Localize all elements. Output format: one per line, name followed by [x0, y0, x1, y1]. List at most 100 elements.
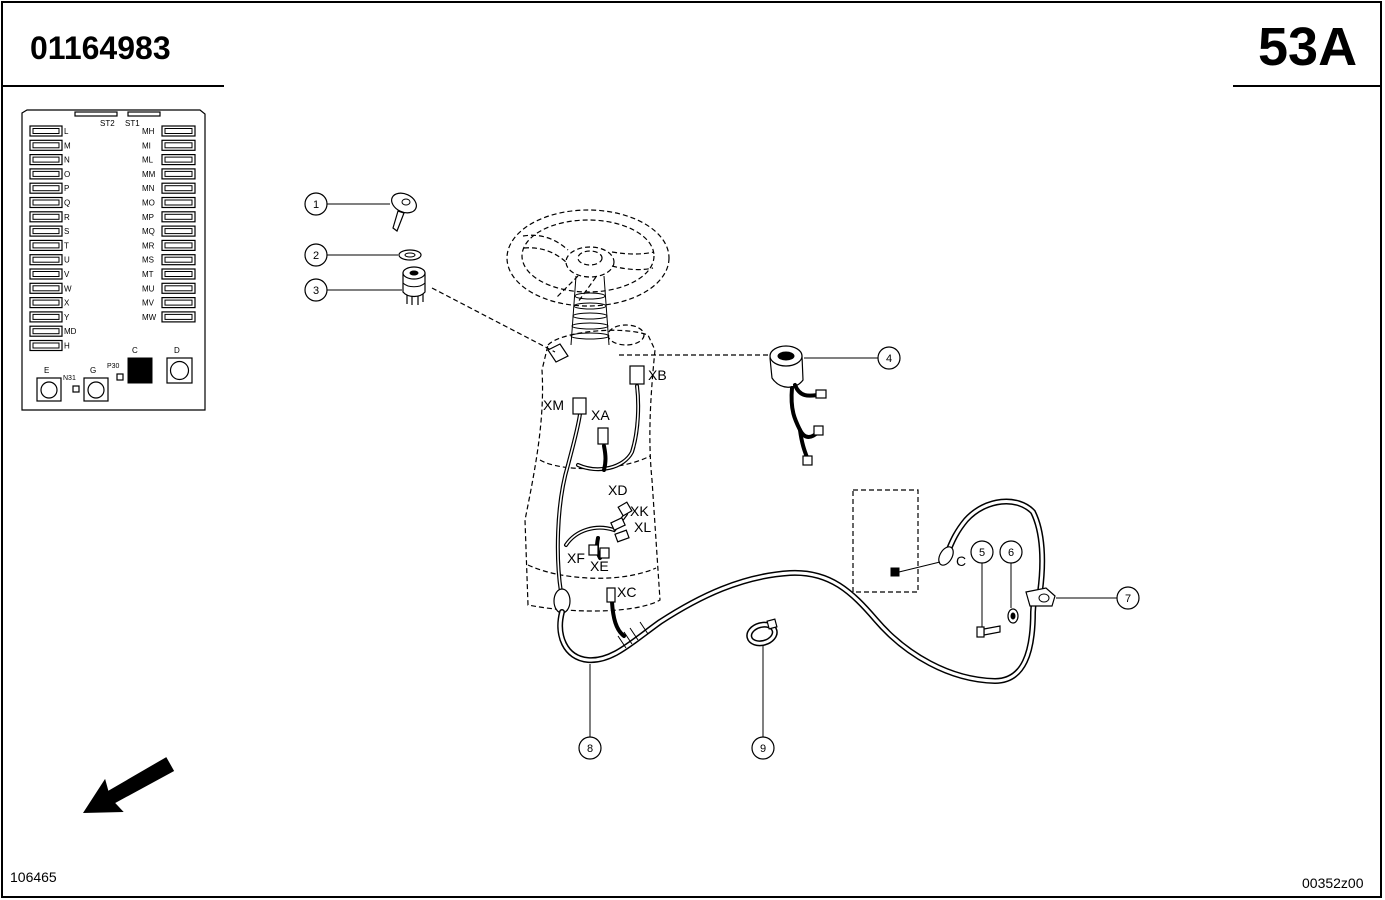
- callout-number: 6: [1008, 547, 1014, 559]
- fuse: [161, 196, 196, 209]
- fuse-element: [164, 228, 193, 235]
- socket-leader: [898, 561, 941, 573]
- fuse: [29, 154, 63, 166]
- washer-outer: [398, 249, 422, 261]
- fuse: [161, 297, 196, 309]
- switch-keyway: [409, 270, 419, 276]
- column-boot-ring: [572, 312, 608, 320]
- fuse-slot-left: U: [29, 254, 70, 266]
- fuse-element: [164, 242, 193, 249]
- fuse-label: S: [64, 227, 69, 236]
- washer: [398, 249, 422, 261]
- cable-bracket-body: [1025, 587, 1056, 607]
- relay-g-contact: [87, 381, 105, 399]
- wire: [577, 385, 639, 470]
- ignition-key: [391, 192, 417, 232]
- fuse-element: [32, 228, 60, 235]
- fuse: [29, 125, 63, 137]
- fuse: [161, 311, 196, 323]
- fuse-slot-right: MN: [142, 182, 196, 194]
- connector-xa-plug: [597, 427, 609, 445]
- connector-xb-plug: [629, 365, 645, 385]
- connector-label-xk: XK: [630, 503, 649, 519]
- fuse: [29, 254, 63, 266]
- fuse-slot-right: MT: [142, 268, 196, 280]
- fuse-element: [164, 142, 193, 149]
- relay-d: [166, 357, 193, 384]
- fuse-element: [32, 213, 60, 220]
- label-st2: ST2: [100, 119, 115, 128]
- fuse-element: [32, 285, 60, 292]
- callout-2[interactable]: 2: [304, 243, 328, 267]
- callout-circle: [304, 192, 328, 216]
- fuse-label: U: [64, 256, 70, 265]
- callout-1[interactable]: 1: [304, 192, 328, 216]
- callout-number: 5: [979, 547, 985, 559]
- callout-number: 9: [760, 743, 766, 755]
- wheel-rim-inner: [521, 219, 655, 293]
- fuse: [29, 325, 63, 337]
- wire: [557, 413, 581, 593]
- fuse-slot-left: H: [29, 339, 70, 352]
- fuse-label: MH: [142, 127, 155, 136]
- fuse-slot-left: W: [29, 282, 72, 294]
- mounting-plate: [852, 489, 919, 593]
- fuse-label: MO: [142, 199, 155, 208]
- relay-d-contact: [169, 360, 190, 381]
- harness-sleeve: [617, 621, 649, 649]
- column-boot-ring: [574, 292, 606, 300]
- fuse-slot-right: MV: [142, 297, 196, 309]
- fuse: [161, 211, 196, 223]
- callout-number: 1: [313, 199, 319, 211]
- callout-6[interactable]: 6: [999, 540, 1023, 564]
- fuse-slot-right: MU: [142, 282, 196, 294]
- fuse-element: [164, 256, 193, 263]
- terminal-n31: [72, 385, 80, 393]
- fuse-element: [164, 213, 193, 220]
- lock-washer: [1007, 608, 1019, 624]
- plate-socket: [890, 567, 900, 577]
- fuse-label: R: [64, 213, 70, 222]
- callout-7[interactable]: 7: [1116, 586, 1140, 610]
- wire: [610, 600, 626, 638]
- figure-number: 106465: [10, 869, 57, 885]
- wheel-hub: [565, 246, 615, 278]
- fuse-slot-right: MH: [142, 125, 196, 137]
- harness-cable: [558, 571, 1036, 683]
- fuse: [29, 282, 63, 294]
- callout-4[interactable]: 4: [877, 346, 901, 370]
- fuse-element: [164, 185, 193, 192]
- fuse-label: MS: [142, 256, 154, 265]
- column-pedestal: [524, 329, 661, 612]
- callout-number: 2: [313, 250, 319, 262]
- relay-c: [127, 357, 153, 384]
- fuse: [29, 268, 63, 280]
- callout-9[interactable]: 9: [751, 736, 775, 760]
- fuse: [161, 239, 196, 251]
- fuse: [29, 196, 63, 209]
- cable-bracket: [1025, 587, 1056, 607]
- callout-8[interactable]: 8: [578, 736, 602, 760]
- harness-branch: [946, 498, 1046, 595]
- callout-5[interactable]: 5: [970, 540, 994, 564]
- fuse: [29, 139, 63, 151]
- wheel-spoke-right: [611, 251, 655, 271]
- fuse-element: [32, 313, 60, 320]
- fuse-element: [164, 199, 193, 206]
- callout-3[interactable]: 3: [304, 278, 328, 302]
- fuse: [161, 125, 196, 137]
- connector-label-xa: XA: [591, 407, 610, 423]
- fuse-label: N: [64, 156, 70, 165]
- fuse: [29, 297, 63, 309]
- connector-c-plug: [938, 546, 954, 566]
- fuse-slot-left: L: [29, 125, 69, 137]
- fuse-slot-left: M: [29, 139, 71, 151]
- column-wiring: [553, 365, 645, 638]
- label-st1: ST1: [125, 119, 140, 128]
- fuse: [29, 225, 63, 237]
- fuse-slot-left: O: [29, 168, 70, 180]
- key-head-hole: [401, 198, 411, 206]
- fuse-label: MR: [142, 241, 155, 250]
- fuse-element: [32, 271, 60, 277]
